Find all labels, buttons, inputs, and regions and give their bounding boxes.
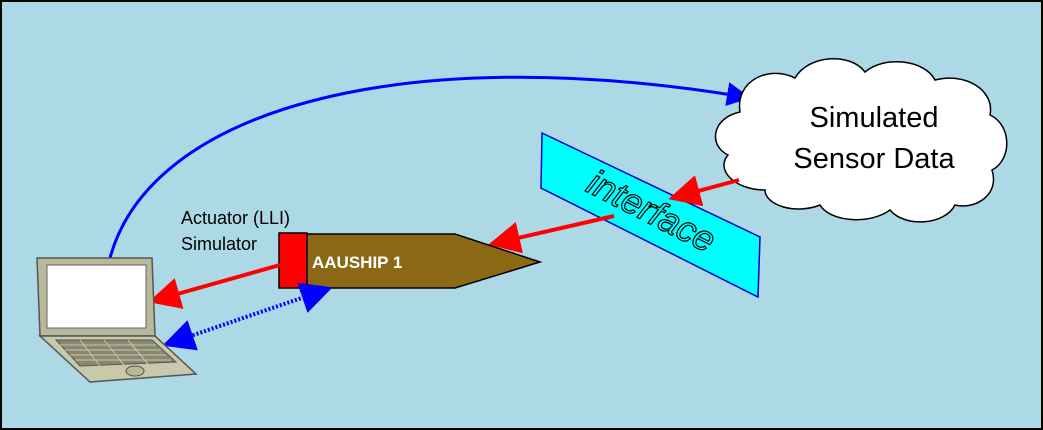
laptop-icon [36,257,198,383]
actuator-label-line1: Actuator (LLI) [181,208,290,228]
cloud-label-line2: Sensor Data [793,143,955,175]
simulated-sensor-data-cloud: Simulated Sensor Data [714,58,1008,223]
sensor-feed-arrow [108,75,751,259]
cloud-label-line1: Simulated [810,102,939,134]
laptop-screen [46,264,147,329]
aauship-1: AAUSHIP 1 [278,232,543,289]
ship-label: AAUSHIP 1 [312,253,402,272]
cloud-shape [714,58,1008,223]
laptop-ship-link-arrow [162,282,333,351]
ship-stern-actuator [278,232,308,289]
cloud-to-interface-arrow [668,175,740,207]
laptop-touchpad [125,365,145,377]
actuator-label-line2: Simulator [181,234,257,254]
interface-to-ship-arrow [488,214,615,254]
